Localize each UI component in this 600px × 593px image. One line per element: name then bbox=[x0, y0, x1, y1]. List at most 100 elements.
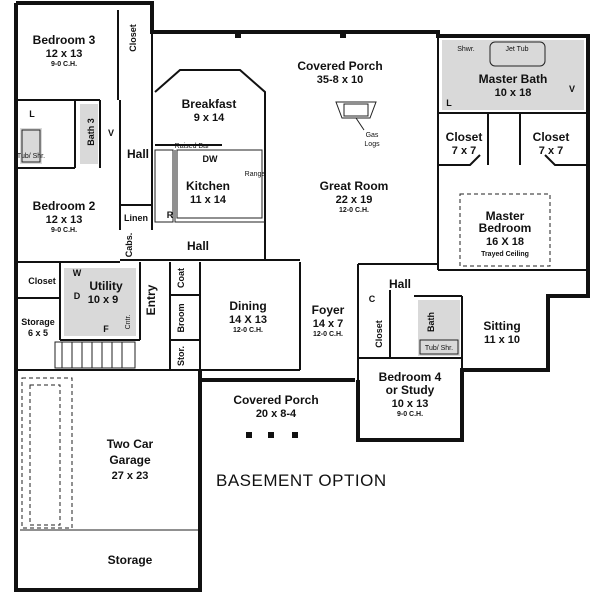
fireplace bbox=[335, 101, 377, 131]
coat-label: Coat bbox=[176, 268, 186, 288]
master-bath-shower: Shwr. bbox=[457, 46, 475, 53]
room-label-breakfast: Breakfast 9 x 14 bbox=[182, 97, 237, 124]
covered-porch-front-name: Covered Porch bbox=[233, 393, 318, 407]
bedroom4-dims: 10 x 13 bbox=[392, 398, 429, 410]
linen-label: Linen bbox=[124, 213, 148, 223]
closet-b-dims: 7 x 7 bbox=[539, 145, 563, 157]
foyer-name: Foyer bbox=[312, 303, 345, 317]
gas-logs-line2: Logs bbox=[364, 141, 380, 148]
bedroom4-line1: Bedroom 4 bbox=[379, 370, 442, 384]
hall-left-label: Hall bbox=[127, 147, 149, 161]
great-room-name: Great Room bbox=[320, 179, 389, 193]
cntr-label: Cntr. bbox=[125, 315, 132, 330]
cabs-label: Cabs. bbox=[124, 233, 134, 258]
great-room-ceiling: 12-0 C.H. bbox=[339, 207, 369, 214]
room-label-kitchen: Raised Bar DW Range Kitchen 11 x 14 R bbox=[167, 143, 266, 220]
kitchen-r: R bbox=[167, 210, 174, 220]
bedroom3-name: Bedroom 3 bbox=[33, 33, 96, 47]
utility-f: F bbox=[103, 324, 109, 334]
closet-b-name: Closet bbox=[533, 130, 570, 144]
closet-left-label: Closet bbox=[28, 276, 56, 286]
dining-dims: 14 X 13 bbox=[229, 314, 267, 326]
master-bath-dims: 10 x 18 bbox=[495, 87, 532, 99]
entry-label: Entry bbox=[144, 284, 158, 315]
room-label-covered-porch-front: Covered Porch 20 x 8-4 bbox=[233, 393, 318, 420]
bed4-closet-label: Closet bbox=[374, 320, 384, 348]
c-closet-label: C bbox=[369, 294, 376, 304]
room-label-utility: Utility 10 x 9 W D F bbox=[73, 268, 123, 334]
stor-label: Stor. bbox=[176, 346, 186, 366]
room-label-bedroom4: Bedroom 4 or Study 10 x 13 9-0 C.H. bbox=[379, 370, 442, 418]
closet-a-name: Closet bbox=[446, 130, 483, 144]
master-bath-name: Master Bath bbox=[479, 72, 548, 86]
tray-ceiling-outline bbox=[459, 193, 551, 267]
interior-walls bbox=[15, 10, 588, 380]
room-label-foyer: Foyer 14 x 7 12-0 C.H. bbox=[312, 303, 345, 338]
garage-dashed bbox=[20, 377, 198, 531]
hall-right-label: Hall bbox=[389, 277, 411, 291]
master-bedroom-dims: 16 X 18 bbox=[486, 236, 524, 248]
utility-d: D bbox=[74, 291, 81, 301]
misc-v1: V bbox=[108, 128, 114, 138]
bedroom4-ceiling: 9-0 C.H. bbox=[397, 411, 423, 418]
gas-logs-label: Gas Logs bbox=[364, 132, 380, 148]
kitchen-raised-bar: Raised Bar bbox=[175, 143, 210, 150]
bedroom2-ceiling: 9-0 C.H. bbox=[51, 227, 77, 234]
bedroom4-line2: or Study bbox=[386, 383, 435, 397]
room-label-great-room: Great Room 22 x 19 12-0 C.H. bbox=[320, 179, 389, 214]
stairs bbox=[54, 341, 136, 369]
misc-l2: L bbox=[446, 98, 452, 108]
hall-center-label: Hall bbox=[187, 239, 209, 253]
misc-v2: V bbox=[569, 84, 575, 94]
bedroom2-name: Bedroom 2 bbox=[33, 199, 96, 213]
bedroom2-dims: 12 x 13 bbox=[46, 214, 83, 226]
broom-label: Broom bbox=[176, 304, 186, 333]
room-label-closet-b: Closet 7 x 7 bbox=[533, 130, 570, 157]
bath3-tub-label: Tub/ Shr. bbox=[17, 153, 45, 160]
kitchen-dw: DW bbox=[203, 154, 218, 164]
room-label-garage: Two Car Garage 27 x 23 Storage bbox=[107, 437, 154, 567]
room-label-storage-small: Storage 6 x 5 bbox=[21, 317, 55, 338]
foyer-dims: 14 x 7 bbox=[313, 318, 344, 330]
room-label-bedroom2: Bedroom 2 12 x 13 9-0 C.H. bbox=[33, 199, 96, 234]
garage-line2: Garage bbox=[109, 453, 151, 467]
great-room-dims: 22 x 19 bbox=[336, 194, 373, 206]
room-label-master-bedroom: Master Bedroom 16 X 18 Trayed Ceiling bbox=[479, 209, 532, 258]
utility-w: W bbox=[73, 268, 82, 278]
covered-porch-front-dims: 20 x 8-4 bbox=[256, 408, 297, 420]
utility-dims: 10 x 9 bbox=[88, 294, 119, 306]
kitchen-name: Kitchen bbox=[186, 179, 230, 193]
foyer-ceiling: 12-0 C.H. bbox=[313, 331, 343, 338]
gas-logs-line1: Gas bbox=[366, 132, 379, 139]
garage-dims: 27 x 23 bbox=[112, 470, 149, 482]
garage-storage: Storage bbox=[108, 553, 153, 567]
room-label-sitting: Sitting 11 x 10 bbox=[483, 319, 520, 346]
storage-small-name: Storage bbox=[21, 317, 55, 327]
kitchen-dims: 11 x 14 bbox=[190, 194, 227, 206]
bath-bed4-tub: Tub/ Shr. bbox=[425, 345, 453, 352]
master-bedroom-line1: Master bbox=[486, 209, 525, 223]
room-label-bedroom3: Bedroom 3 12 x 13 9-0 C.H. bbox=[33, 33, 96, 68]
room-label-closet-a: Closet 7 x 7 bbox=[446, 130, 483, 157]
fixtures bbox=[20, 40, 584, 356]
dining-name: Dining bbox=[229, 299, 266, 313]
breakfast-dims: 9 x 14 bbox=[194, 112, 225, 124]
room-label-master-bath: Shwr. Jet Tub Master Bath 10 x 18 L V bbox=[446, 46, 575, 108]
misc-l1: L bbox=[29, 109, 35, 119]
covered-porch-rear-name: Covered Porch bbox=[297, 59, 382, 73]
room-label-dining: Dining 14 X 13 12-0 C.H. bbox=[229, 299, 267, 334]
breakfast-name: Breakfast bbox=[182, 97, 237, 111]
porch-columns bbox=[235, 32, 346, 438]
bath3-label: Bath 3 bbox=[86, 118, 96, 146]
kitchen-range: Range bbox=[245, 171, 266, 178]
master-bedroom-line2: Bedroom bbox=[479, 221, 532, 235]
closet-a-dims: 7 x 7 bbox=[452, 145, 476, 157]
dining-ceiling: 12-0 C.H. bbox=[233, 327, 263, 334]
garage-line1: Two Car bbox=[107, 437, 154, 451]
covered-porch-rear-dims: 35-8 x 10 bbox=[317, 74, 363, 86]
master-bedroom-ceiling: Trayed Ceiling bbox=[481, 251, 529, 258]
bath-bed4-label: Bath bbox=[426, 312, 436, 332]
bedroom3-ceiling: 9-0 C.H. bbox=[51, 61, 77, 68]
storage-small-dims: 6 x 5 bbox=[28, 328, 48, 338]
